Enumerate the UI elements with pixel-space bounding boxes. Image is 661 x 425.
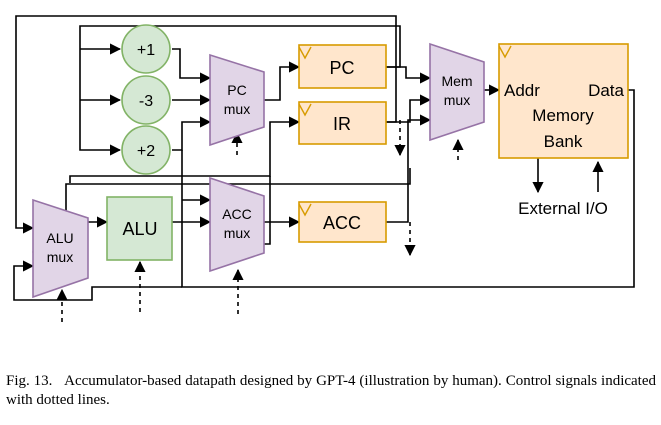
adder-plus1-label: +1	[137, 42, 155, 59]
alu: ALU	[106, 196, 173, 261]
memory-addr-port: Addr	[504, 81, 540, 100]
caption-label: Fig. 13.	[6, 373, 53, 389]
alu-label: ALU	[122, 219, 157, 239]
memory-title-1: Memory	[532, 106, 594, 125]
ir-register-label: IR	[333, 114, 351, 134]
mem-mux: Mem mux	[429, 42, 485, 142]
alu-mux-label-1: ALU	[46, 230, 73, 246]
acc-mux-label-2: mux	[224, 225, 250, 241]
acc-register-label: ACC	[323, 213, 361, 233]
control-signals	[56, 120, 464, 322]
mem-mux-label-2: mux	[444, 92, 470, 108]
datapath-diagram: +1 -3 +2 PC mux PC IR Mem mux Addr Data …	[13, 15, 635, 322]
caption-text: Accumulator-based datapath designed by G…	[6, 373, 657, 408]
acc-mux-label-1: ACC	[222, 206, 252, 222]
acc-mux: ACC mux	[209, 176, 265, 273]
mem-mux-label-1: Mem	[441, 73, 472, 89]
alu-mux-label-2: mux	[47, 249, 73, 265]
adder-minus3: -3	[121, 75, 171, 125]
acc-register: ACC	[298, 201, 387, 243]
adder-plus1: +1	[121, 24, 171, 74]
pc-mux: PC mux	[209, 53, 265, 147]
ir-register: IR	[298, 101, 387, 145]
adder-plus2: +2	[121, 125, 171, 175]
adder-plus2-label: +2	[137, 143, 155, 160]
pc-mux-label-2: mux	[224, 101, 250, 117]
external-io-label: External I/O	[518, 199, 608, 218]
pc-register-label: PC	[329, 58, 354, 78]
memory-data-port: Data	[588, 81, 624, 100]
figure-caption: Fig. 13. Accumulator-based datapath desi…	[6, 372, 656, 410]
pc-mux-label-1: PC	[227, 82, 246, 98]
pc-register: PC	[298, 44, 387, 89]
memory-title-2: Bank	[544, 132, 583, 151]
memory-bank: Addr Data Memory Bank	[498, 43, 629, 159]
alu-mux: ALU mux	[32, 198, 89, 299]
adder-minus3-label: -3	[139, 93, 153, 110]
